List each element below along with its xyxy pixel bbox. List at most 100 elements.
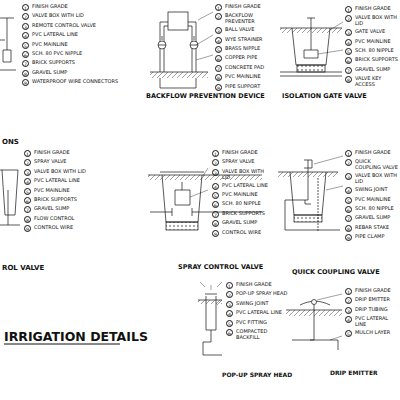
note-text: PVC MAINLINE [355, 197, 391, 203]
callout-number: 3 [345, 307, 352, 314]
note-text: BRICK SUPPORTS [32, 60, 75, 66]
note-item: 5PVC MAINLINE [212, 192, 268, 199]
note-item: 5SCH. 80 NIPPLE [345, 48, 398, 55]
note-item: 6BRICK SUPPORTS [345, 57, 398, 64]
callout-number: 7 [22, 60, 29, 67]
note-text: FINISH GRADE [355, 6, 391, 12]
callout-number: 2 [345, 159, 352, 166]
note-item: 4PVC MAINLINE [345, 39, 398, 46]
callout-number: 7 [345, 215, 352, 222]
note-text: SCH. 80 NIPPLE [355, 48, 394, 54]
note-item: 8VALVE KEY ACCESS [345, 76, 398, 88]
callout-number: 6 [22, 51, 29, 58]
note-item: 2POP-UP SPRAY HEAD [226, 291, 288, 298]
callout-number: 9 [24, 225, 31, 232]
note-text: VALVE BOX WITH LID [32, 13, 84, 19]
callout-number: 6 [345, 57, 352, 64]
note-text: PVC LATERAL LINE [32, 32, 78, 38]
note-text: SWING JOINT [355, 187, 387, 193]
note-text: DRIP TUBING [355, 307, 388, 313]
note-text: QUICK COUPLING VALVE [355, 159, 398, 171]
note-text: PVC MAINLINE [225, 74, 261, 80]
callout-number: 1 [226, 282, 233, 289]
note-item: 5PVC FITTING [226, 320, 288, 327]
callout-number: 4 [22, 32, 29, 39]
gate-valve-drawing [280, 18, 343, 76]
note-text: PVC MAINLINE [32, 42, 68, 48]
note-text: BRASS NIPPLE [225, 46, 260, 52]
note-item: 5PVC MAINLINE [22, 42, 122, 49]
drip-emitter-drawing [286, 294, 342, 350]
callout-number: 5 [226, 320, 233, 327]
note-text: COPPER PIPE [225, 55, 257, 61]
callout-number: 6 [215, 55, 222, 62]
callout-number: 5 [345, 197, 352, 204]
note-item: 8REBAR STAKE [345, 225, 398, 232]
note-text: GRAVEL SUMP [34, 206, 69, 212]
callout-number: 8 [212, 220, 219, 227]
callout-number: 8 [345, 225, 352, 232]
note-text: MULCH LAYER [355, 330, 390, 336]
note-item: 6SCH. 80 PVC NIPPLE [22, 51, 122, 58]
callout-number: 9 [215, 84, 222, 91]
note-item: 1FINISH GRADE [24, 150, 124, 157]
note-item: 5MULCH LAYER [345, 330, 398, 337]
note-text: BALL VALVE [225, 27, 254, 33]
note-text: WATERPROOF WIRE CONNECTORS [32, 79, 118, 85]
note-text: PIPE CLAMP [355, 234, 384, 240]
note-text: SCH. 80 PVC NIPPLE [32, 51, 82, 57]
note-item: 5PVC MAINLINE [345, 197, 398, 204]
note-item: 3BALL VALVE [215, 27, 270, 34]
callout-number: 1 [24, 150, 31, 157]
note-text: PVC MAINLINE [355, 39, 391, 45]
note-item: 7CONCRETE PAD [215, 65, 270, 72]
note-item: 2DRIP EMITTER [345, 297, 398, 304]
callout-number: 2 [212, 159, 219, 166]
note-text: PVC LATERAL LINE [34, 178, 80, 184]
detail-title: ROL VALVE [2, 264, 44, 272]
note-item: 9PIPE CLAMP [345, 234, 398, 241]
callout-number: 6 [226, 329, 233, 336]
note-text: PVC LATERAL LINE [236, 310, 282, 316]
note-item: 8PVC MAINLINE [215, 74, 270, 81]
note-text: DRIP EMITTER [355, 297, 390, 303]
note-text: SWING JOINT [236, 301, 268, 307]
detail-title: QUICK COUPLING VALVE [292, 268, 380, 276]
callout-number: 6 [345, 206, 352, 213]
callout-number: 4 [345, 39, 352, 46]
note-text: PVC MAINLINE [34, 188, 70, 194]
note-text: VALVE KEY ACCESS [355, 76, 398, 88]
note-text: VALVE BOX WITH LID [355, 173, 398, 185]
note-text: REBAR STAKE [355, 225, 389, 231]
callout-number: 4 [24, 178, 31, 185]
note-item: 1FINISH GRADE [212, 150, 268, 157]
note-text: BRICK SUPPORTS [222, 211, 265, 217]
note-item: 7BRICK SUPPORTS [212, 211, 268, 218]
callout-number: 5 [212, 192, 219, 199]
note-list: 1FINISH GRADE2VALVE BOX WITH LID3REMOTE … [22, 4, 122, 89]
note-text: SPRAY VALVE [222, 159, 254, 165]
note-text: FINISH GRADE [34, 150, 70, 156]
note-item: 3REMOTE CONTROL VALVE [22, 23, 122, 30]
note-item: 1FINISH GRADE [345, 150, 398, 157]
note-item: 6SCH. 80 NIPPLE [345, 206, 398, 213]
callout-number: 3 [226, 301, 233, 308]
callout-number: 4 [345, 316, 352, 323]
callout-number: 1 [345, 6, 352, 13]
detail-title: SPRAY CONTROL VALVE [178, 263, 263, 271]
note-item: 4WYE STRAINER [215, 37, 270, 44]
note-item: 3DRIP TUBING [345, 307, 398, 314]
detail-title: POP-UP SPRAY HEAD [222, 371, 292, 378]
callout-number: 3 [24, 169, 31, 176]
callout-number: 4 [345, 187, 352, 194]
callout-number: 1 [215, 4, 222, 11]
note-text: VALVE BOX WITH LID [355, 15, 398, 27]
note-text: GATE VALVE [355, 29, 385, 35]
callout-number: 9 [345, 234, 352, 241]
callout-number: 1 [345, 288, 352, 295]
note-item: 8FLOW CONTROL [24, 216, 124, 223]
note-item: 2VALVE BOX WITH LID [22, 13, 122, 20]
note-item: 6BRICK SUPPORTS [24, 197, 124, 204]
note-text: FLOW CONTROL [34, 216, 74, 222]
